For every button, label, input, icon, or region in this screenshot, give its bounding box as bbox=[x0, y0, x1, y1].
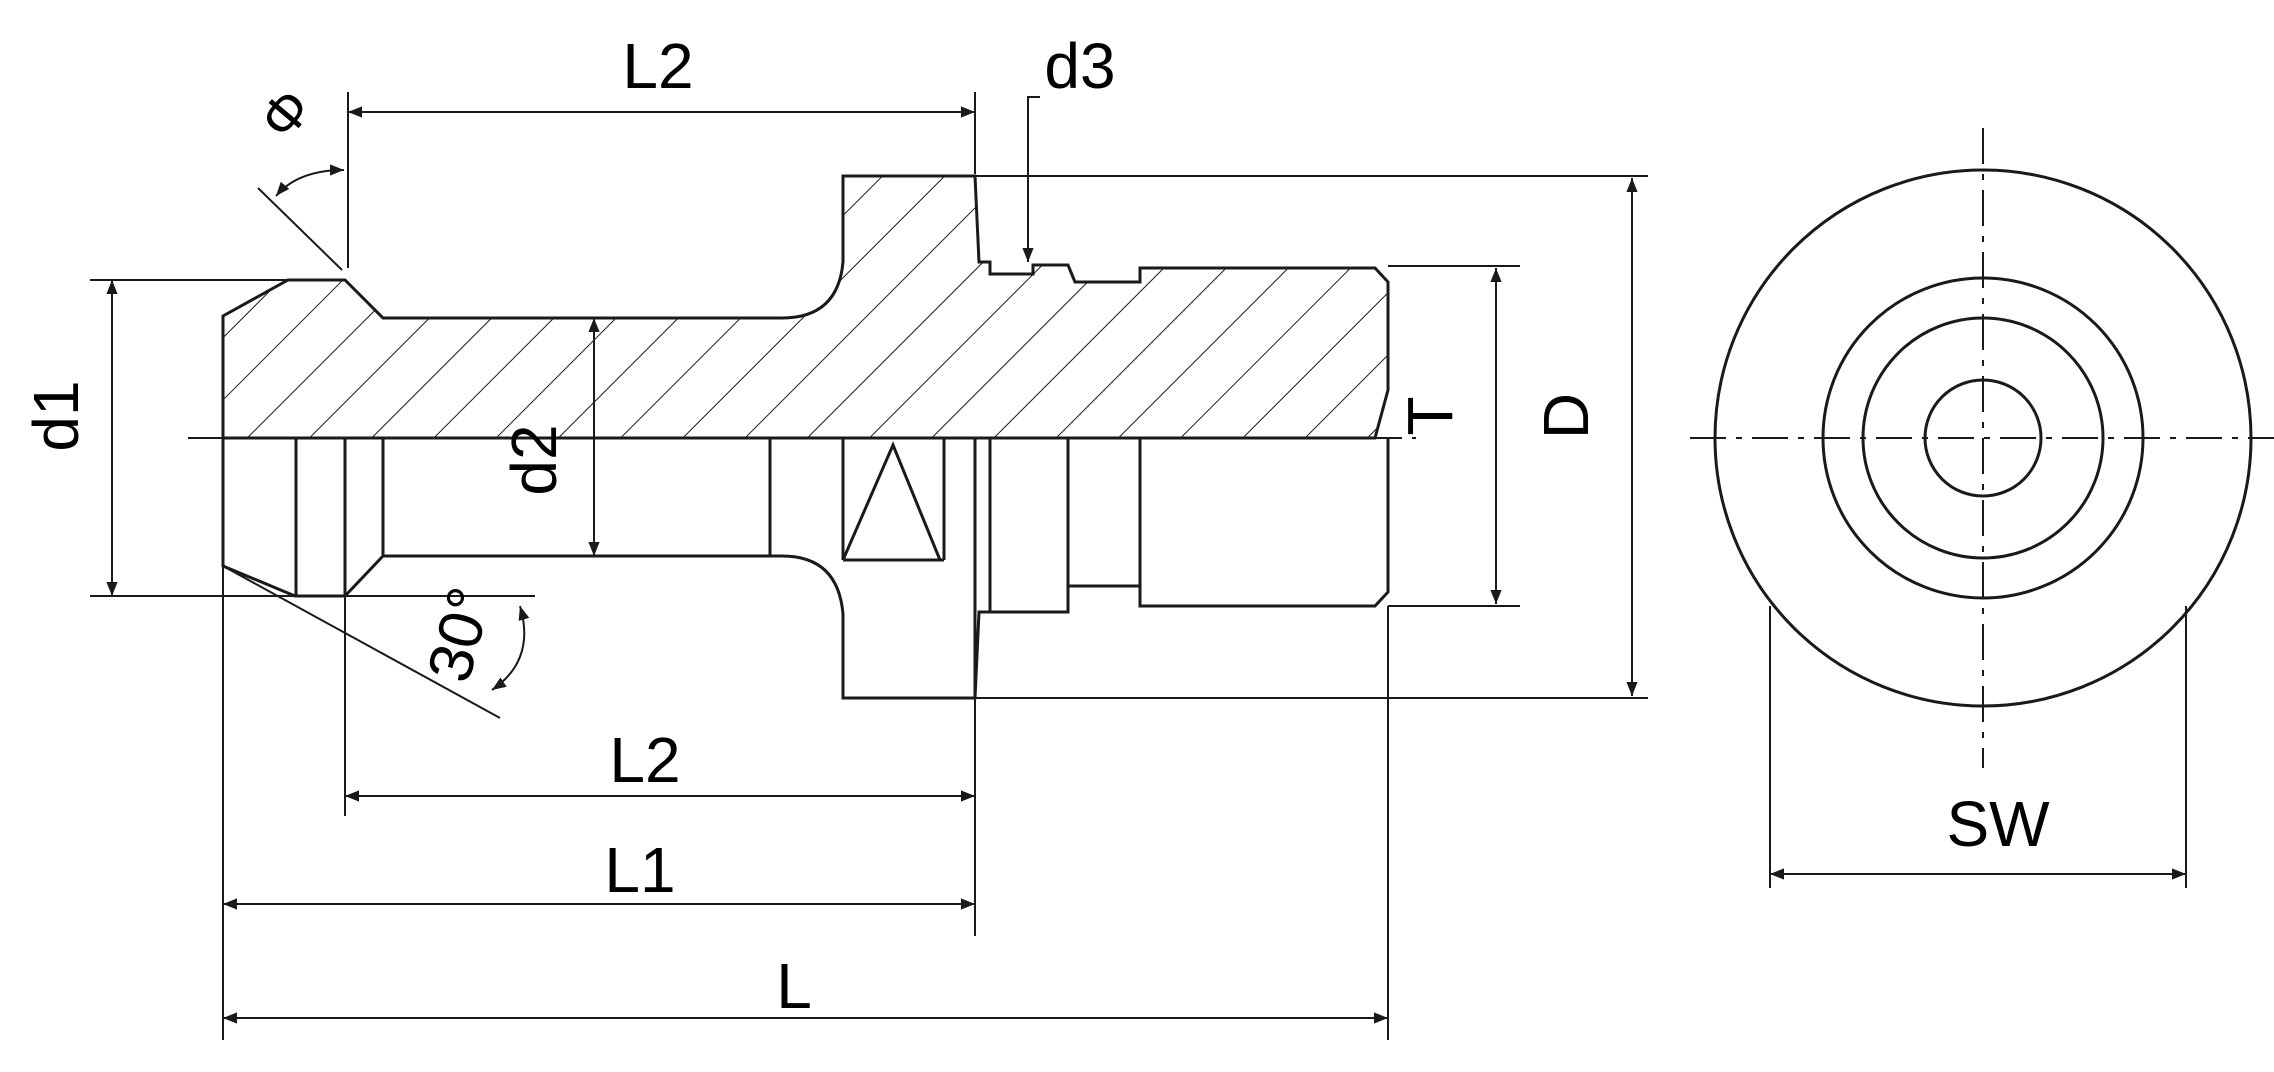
label-phi: Φ bbox=[247, 76, 324, 151]
label-l: L bbox=[776, 950, 812, 1022]
label-l1: L1 bbox=[604, 834, 675, 906]
dim-d3-leader bbox=[1022, 96, 1040, 262]
end-view-circle-3 bbox=[1861, 316, 2105, 560]
end-view-circle-2 bbox=[1821, 276, 2145, 600]
label-l2-top: L2 bbox=[622, 30, 693, 102]
label-d: D bbox=[1530, 393, 1602, 439]
dimension-labels: Φ L2 d3 d1 d2 T D 30° L2 L1 L SW bbox=[20, 30, 2050, 1022]
end-view bbox=[1713, 168, 2253, 708]
dim-phi-arc bbox=[275, 164, 345, 197]
triangle-mark bbox=[841, 441, 942, 561]
dimension-lines bbox=[90, 92, 2187, 1040]
label-d1: d1 bbox=[20, 380, 92, 451]
label-l2-bottom: L2 bbox=[609, 724, 680, 796]
center-lines bbox=[188, 128, 2274, 768]
end-view-outer-circle bbox=[1713, 168, 2253, 708]
label-d2: d2 bbox=[498, 424, 570, 495]
dim-angle-arc bbox=[491, 605, 530, 691]
section-view-upper-half bbox=[221, 174, 1390, 440]
section-view-lower-half bbox=[221, 438, 1390, 700]
end-view-bore-circle bbox=[1923, 378, 2043, 498]
label-d3: d3 bbox=[1044, 30, 1115, 102]
hatched-section-outline bbox=[221, 174, 1390, 440]
label-t: T bbox=[1394, 396, 1466, 435]
label-sw: SW bbox=[1946, 788, 2050, 860]
lower-profile-outline bbox=[221, 438, 1390, 700]
